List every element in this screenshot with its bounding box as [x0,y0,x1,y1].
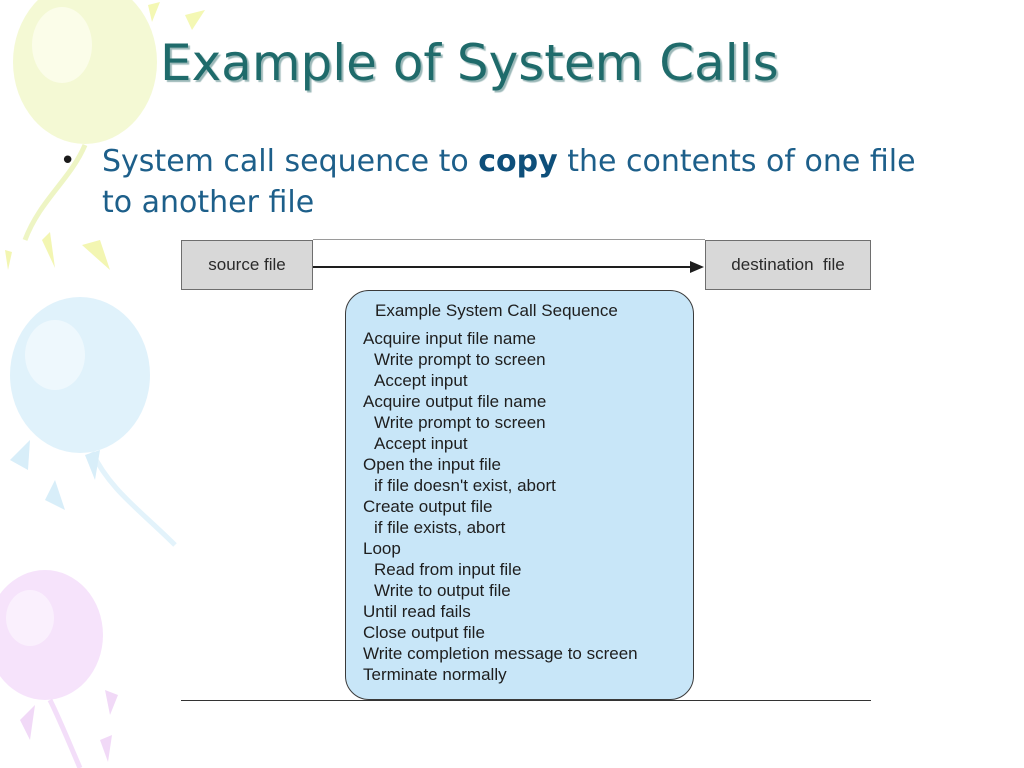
bullet-text-after: the contents of one file to another file [102,144,916,220]
system-call-sequence-box: Example System Call Sequence Acquire inp… [345,290,694,700]
sequence-step: Open the input file [363,455,501,474]
confetti-yellow-1 [148,2,160,22]
confetti-purple-1 [20,705,35,740]
slide-title: Example of System Calls [160,34,779,92]
balloon-yellow-highlight [32,7,92,83]
confetti-yellow-3 [42,232,55,268]
balloon-purple-highlight [6,590,54,646]
copy-arrow-icon [313,261,704,273]
sequence-step: Write to output file [374,581,511,600]
confetti-purple-3 [100,735,112,762]
sequence-step: Loop [363,539,401,558]
confetti-yellow-5 [5,250,12,270]
confetti-blue-3 [85,450,100,480]
sequence-step: Accept input [374,371,468,390]
balloon-purple-string [47,698,83,768]
balloon-blue-highlight [25,320,85,390]
bullet-text: System call sequence to copy the content… [102,141,930,223]
confetti-purple-2 [105,690,118,715]
sequence-step: Accept input [374,434,468,453]
sequence-step: Acquire input file name [363,329,536,348]
bullet-text-before: System call sequence to [102,144,479,179]
sequence-step: Acquire output file name [363,392,547,411]
diagram-top-line [313,239,705,240]
copy-arrow-head [690,261,704,273]
destination-file-label: destination file [731,255,845,274]
sequence-step: Terminate normally [363,665,507,684]
sequence-step: Write prompt to screen [374,413,546,432]
sequence-step: Write prompt to screen [374,350,546,369]
sequence-step: if file exists, abort [374,518,506,537]
diagram-bottom-line [181,700,871,701]
sequence-step: Close output file [363,623,485,642]
sequence-step: Create output file [363,497,493,516]
balloon-yellow-string [22,144,88,241]
source-file-box: source file [181,240,313,290]
confetti-yellow-4 [82,240,110,270]
sequence-step: Write completion message to screen [363,644,638,663]
confetti-blue-1 [10,440,30,470]
source-file-label: source file [208,255,286,274]
sequence-step: Read from input file [374,560,522,579]
sequence-heading: Example System Call Sequence [375,301,618,320]
bullet-text-emphasis: copy [478,144,558,179]
sequence-step: Until read fails [363,602,471,621]
sequence-step: if file doesn't exist, abort [374,476,556,495]
confetti-blue-2 [45,480,65,510]
bullet-dot-icon: • [60,146,76,176]
destination-file-box: destination file [705,240,871,290]
confetti-yellow-2 [185,10,205,30]
balloon-blue-string [89,450,177,547]
